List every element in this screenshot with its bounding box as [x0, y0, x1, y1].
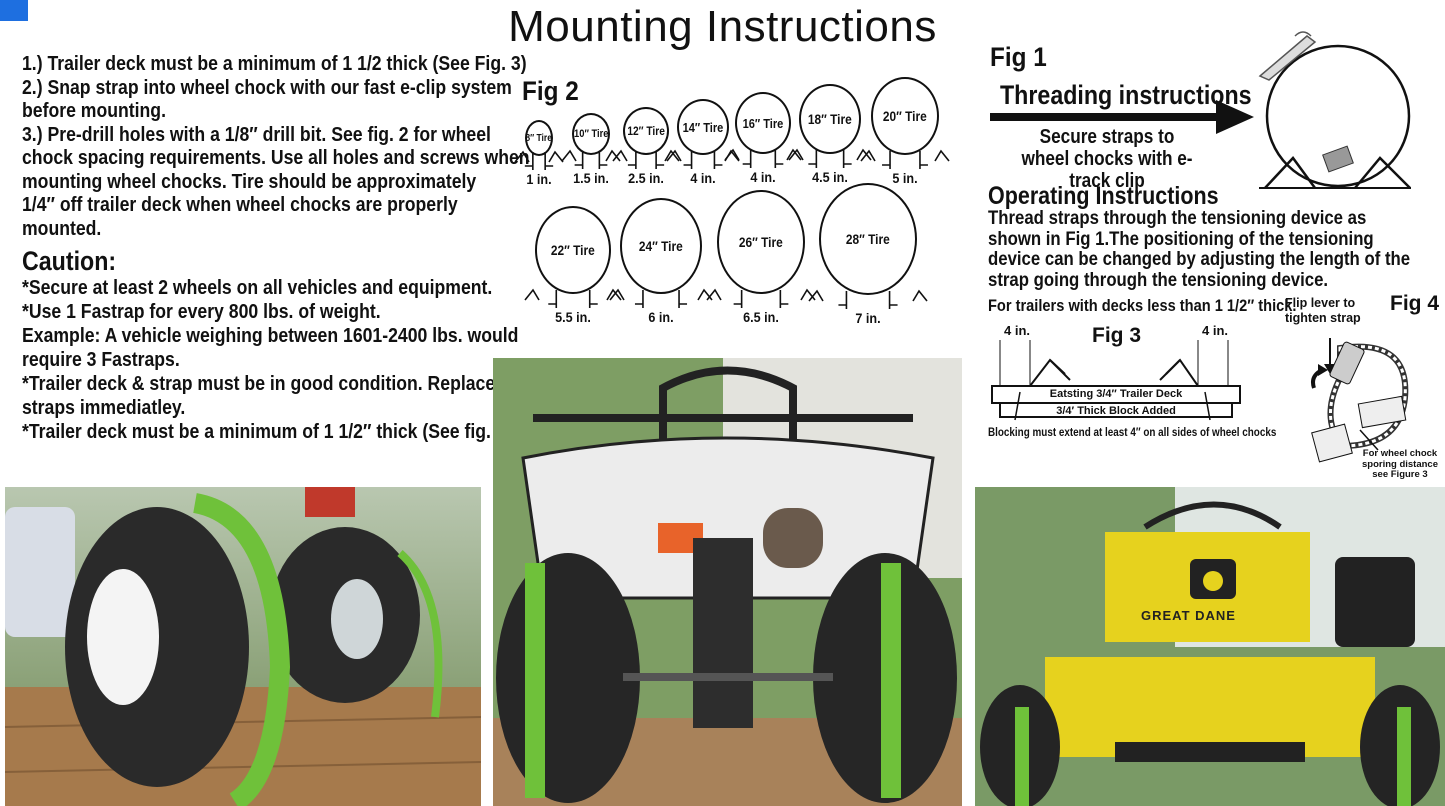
step-3-cont3: 1/4″ off trailer deck when wheel chocks …: [22, 193, 458, 216]
tire-size-label: 24″ Tire: [639, 238, 683, 254]
wheel-chock-icon: [609, 288, 713, 308]
wheel-chock-icon: [724, 148, 802, 168]
tire-circle: 12″ Tire: [623, 107, 669, 155]
fig4-flip-line2: tighten strap: [1285, 311, 1361, 325]
tire-size-label: 14″ Tire: [682, 119, 724, 135]
fig3-note: Blocking must extend at least 4″ on all …: [988, 427, 1277, 439]
operating-body: Thread straps through the tensioning dev…: [988, 207, 1411, 291]
caution-line: *Trailer deck must be a minimum of 1 1/2…: [22, 420, 512, 443]
tire-circle: 24″ Tire: [620, 198, 702, 294]
caution-line: require 3 Fastraps.: [22, 348, 180, 371]
fig4-flip-text: Flip lever to tighten strap: [1285, 296, 1361, 326]
chock-spacing-label: 5.5 in.: [555, 309, 591, 325]
tire-size-label: 18″ Tire: [808, 111, 852, 127]
mounting-steps: 1.) Trailer deck must be a minimum of 1 …: [22, 52, 530, 240]
step-3-cont2: mounting wheel chocks. Tire should be ap…: [22, 169, 477, 193]
caution-line: *Use 1 Fastrap for every 800 lbs. of wei…: [22, 300, 381, 323]
tire-size-label: 22″ Tire: [551, 242, 595, 258]
fig3-block-label: 3/4′ Thick Block Added: [1056, 405, 1176, 417]
fig4-note: For wheel chock sporing distance see Fig…: [1356, 448, 1444, 481]
blocking-diagram: [991, 340, 1241, 421]
tire-circle: 28″ Tire: [819, 183, 917, 295]
photo-atv-wheels-side: [5, 487, 481, 806]
chock-spacing-label: 4 in.: [690, 170, 716, 186]
fig3-left-dim: 4 in.: [1004, 323, 1031, 338]
wheel-chock-icon: [666, 149, 740, 169]
tire-size-label: 20″ Tire: [883, 108, 927, 124]
step-2: 2.) Snap strap into wheel chock with our…: [22, 75, 512, 99]
tire-circle: 10″ Tire: [572, 113, 610, 155]
caution-line: *Trailer deck & strap must be in good co…: [22, 372, 553, 395]
wheel-chock-icon: [706, 288, 816, 308]
step-3: 3.) Pre-drill holes with a 1/8″ drill bi…: [22, 122, 491, 146]
photo-atv-rear: [493, 358, 962, 806]
fig3-intro: For trailers with decks less than 1 1/2″…: [988, 296, 1297, 315]
tire-circle: 20″ Tire: [871, 77, 939, 155]
caution-list: *Secure at least 2 wheels on all vehicle…: [22, 276, 553, 444]
operating-heading: Operating Instructions: [988, 182, 1219, 210]
caution-line: *Secure at least 2 wheels on all vehicle…: [22, 276, 493, 299]
chock-spacing-label: 7 in.: [855, 310, 881, 326]
chock-spacing-label: 5 in.: [892, 170, 918, 186]
tire-circle: 16″ Tire: [735, 92, 791, 154]
chock-spacing-label: 4.5 in.: [812, 169, 848, 185]
caution-heading: Caution:: [22, 246, 117, 276]
secure-straps-text: Secure straps to wheel chocks with e-tra…: [1021, 126, 1193, 192]
photo-mower-front: GREAT DANE: [975, 487, 1445, 806]
wheel-chock-icon: [808, 289, 928, 309]
arrow-right-icon: [990, 100, 1254, 134]
page-title: Mounting Instructions: [508, 2, 937, 51]
chock-spacing-label: 1 in.: [526, 171, 552, 187]
fig4-note-line2: sporing distance: [1361, 458, 1438, 470]
chock-spacing-label: 6 in.: [648, 309, 674, 325]
wheel-chock-icon: [860, 149, 950, 169]
chock-spacing-label: 6.5 in.: [743, 309, 779, 325]
chock-spacing-label: 2.5 in.: [628, 170, 664, 186]
fig4-label: Fig 4: [1390, 292, 1440, 315]
tire-circle: 22″ Tire: [535, 206, 611, 294]
fig4-flip-line1: Flip lever to: [1285, 296, 1356, 310]
ratchet-strap-diagram: [1311, 338, 1409, 463]
caution-line: straps immediatley.: [22, 396, 186, 419]
threading-heading: Threading instructions: [1000, 80, 1252, 110]
fig3-right-dim: 4 in.: [1202, 323, 1229, 338]
tire-circle: 26″ Tire: [717, 190, 805, 294]
tire-size-label: 10″ Tire: [573, 128, 609, 140]
tire-size-label: 28″ Tire: [846, 231, 890, 247]
tire-size-label: 26″ Tire: [739, 234, 783, 250]
threading-tire-diagram: [1258, 31, 1411, 189]
step-3-cont4: mounted.: [22, 216, 102, 240]
tire-size-label: 16″ Tire: [742, 115, 784, 131]
fig3-label: Fig 3: [1092, 324, 1142, 347]
fig4-note-line3: see Figure 3: [1372, 469, 1428, 480]
fig3-deck-label: Eatsting 3/4″ Trailer Deck: [1049, 388, 1183, 400]
wheel-chock-icon: [788, 148, 872, 168]
tire-circle: 14″ Tire: [677, 99, 729, 155]
step-3-cont1: chock spacing requirements. Use all hole…: [22, 146, 530, 169]
fig4-note-line1: For wheel chock: [1362, 448, 1438, 459]
tire-circle: 18″ Tire: [799, 84, 861, 154]
step-2-cont: before mounting.: [22, 99, 166, 122]
brand-logo-text: GREAT DANE: [1141, 608, 1236, 623]
caution-line: Example: A vehicle weighing between 1601…: [22, 324, 519, 347]
fig2-label: Fig 2: [522, 76, 579, 106]
fig1-label: Fig 1: [990, 42, 1047, 72]
chock-spacing-label: 4 in.: [750, 169, 776, 185]
step-1: 1.) Trailer deck must be a minimum of 1 …: [22, 52, 527, 75]
chock-spacing-label: 1.5 in.: [573, 170, 609, 186]
tire-size-label: 8″ Tire: [525, 132, 553, 144]
corner-accent: [0, 0, 28, 21]
wheel-chock-icon: [561, 149, 621, 169]
wheel-chock-icon: [524, 288, 622, 308]
wheel-chock-icon: [612, 149, 680, 169]
tire-size-label: 12″ Tire: [627, 124, 665, 138]
